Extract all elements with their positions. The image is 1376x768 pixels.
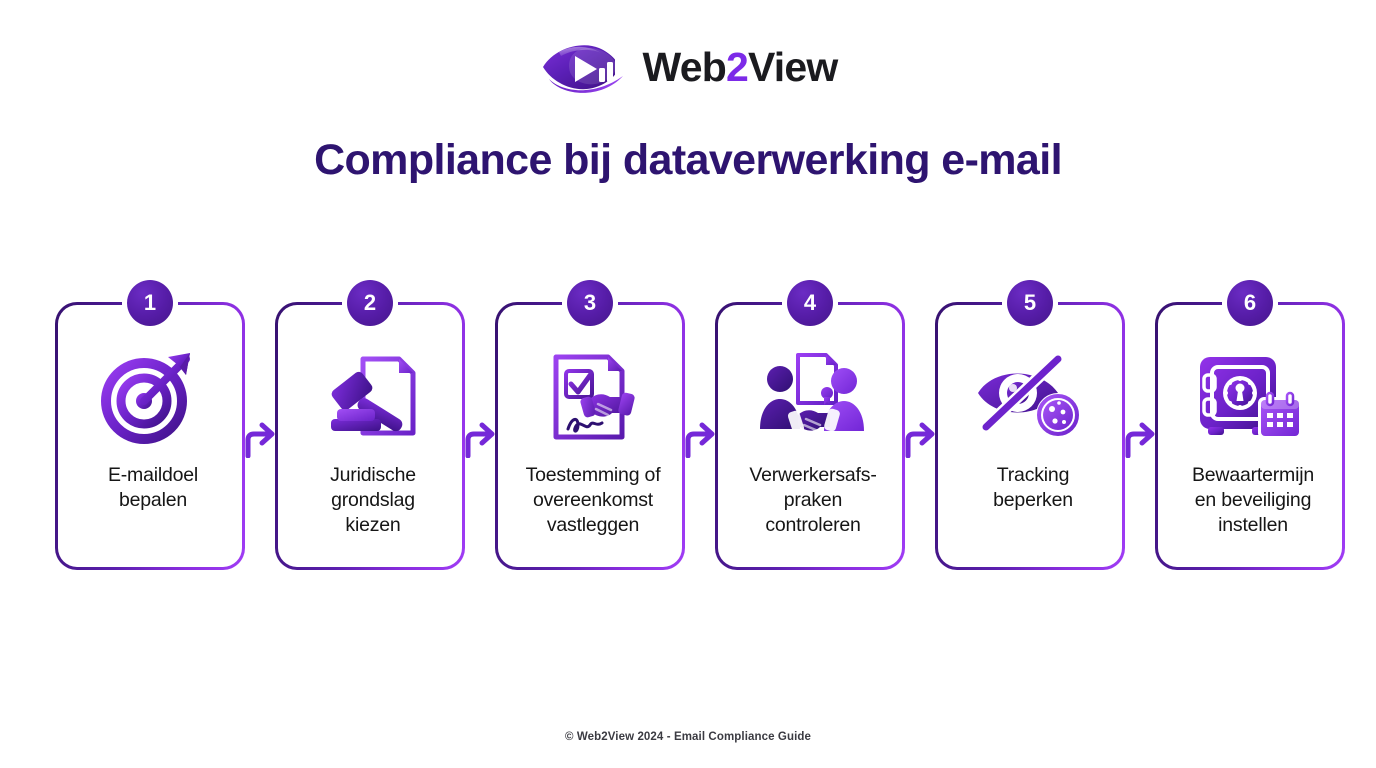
- brand-name: Web2View: [642, 43, 839, 90]
- card-frame: Juridische grondslag kiezen: [275, 300, 465, 570]
- flow-connector-1: [245, 302, 275, 570]
- step-label: Verwerkersafs- praken controleren: [749, 464, 877, 536]
- step-number-badge: 6: [1227, 280, 1273, 326]
- people-handshake-certificate-icon: [760, 353, 864, 434]
- step-icon-wrap: [938, 343, 1122, 451]
- card-frame: Toestemming of overeenkomst vastleggen: [495, 300, 685, 570]
- brand-name-accent: 2: [725, 43, 749, 90]
- brand-name-part1: Web: [642, 43, 727, 90]
- target-arrow-icon: [101, 353, 190, 444]
- step-icon-wrap: [498, 343, 682, 451]
- flow-connector-2: [465, 302, 495, 570]
- step-number-badge: 1: [127, 280, 173, 326]
- elbow-arrow-right-icon: [245, 422, 275, 458]
- step-icon-wrap: [1158, 343, 1342, 451]
- step-number-badge: 4: [787, 280, 833, 326]
- step-icon-wrap: [58, 343, 242, 451]
- page-title: Compliance bij dataverwerking e-mail: [314, 136, 1062, 184]
- steps-flow: E-maildoel bepalen 1: [55, 280, 1342, 570]
- step-card-2: Juridische grondslag kiezen 2: [275, 280, 465, 570]
- elbow-arrow-right-icon: [1125, 422, 1155, 458]
- flow-connector-5: [1125, 302, 1155, 570]
- brand-logo: Web2View: [0, 38, 1376, 96]
- flow-connector-3: [685, 302, 715, 570]
- step-label: E-maildoel bepalen: [107, 464, 199, 511]
- elbow-arrow-right-icon: [465, 422, 495, 458]
- eye-slash-cookie-icon: [978, 353, 1080, 437]
- step-label: Toestemming of overeenkomst vastleggen: [525, 464, 661, 536]
- step-icon-wrap: [278, 343, 462, 451]
- card-frame: Verwerkersafs- praken controleren: [715, 300, 905, 570]
- footer-credit: © Web2View 2024 - Email Compliance Guide: [565, 731, 811, 743]
- eye-play-chart-logo-icon: [542, 45, 623, 93]
- gavel-document-icon: [331, 356, 416, 436]
- step-card-5: Tracking beperken 5: [935, 280, 1125, 570]
- step-card-6: Bewaartermijn en beveiliging instellen 6: [1155, 280, 1345, 570]
- brand-name-part2: View: [747, 43, 838, 90]
- card-frame: Bewaartermijn en beveiliging instellen: [1155, 300, 1345, 570]
- step-number-badge: 5: [1007, 280, 1053, 326]
- step-label: Juridische grondslag kiezen: [330, 464, 416, 536]
- step-label: Tracking beperken: [993, 464, 1073, 511]
- elbow-arrow-right-icon: [905, 422, 935, 458]
- step-card-3: Toestemming of overeenkomst vastleggen 3: [495, 280, 685, 570]
- card-frame: E-maildoel bepalen: [55, 300, 245, 570]
- step-number-badge: 2: [347, 280, 393, 326]
- safe-calendar-icon: [1200, 357, 1302, 439]
- signed-contract-handshake-icon: [553, 354, 635, 440]
- step-card-1: E-maildoel bepalen 1: [55, 280, 245, 570]
- card-frame: Tracking beperken: [935, 300, 1125, 570]
- step-number-badge: 3: [567, 280, 613, 326]
- step-card-4: Verwerkersafs- praken controleren 4: [715, 280, 905, 570]
- step-icon-wrap: [718, 343, 902, 451]
- elbow-arrow-right-icon: [685, 422, 715, 458]
- flow-connector-4: [905, 302, 935, 570]
- step-label: Bewaartermijn en beveiliging instellen: [1191, 464, 1315, 536]
